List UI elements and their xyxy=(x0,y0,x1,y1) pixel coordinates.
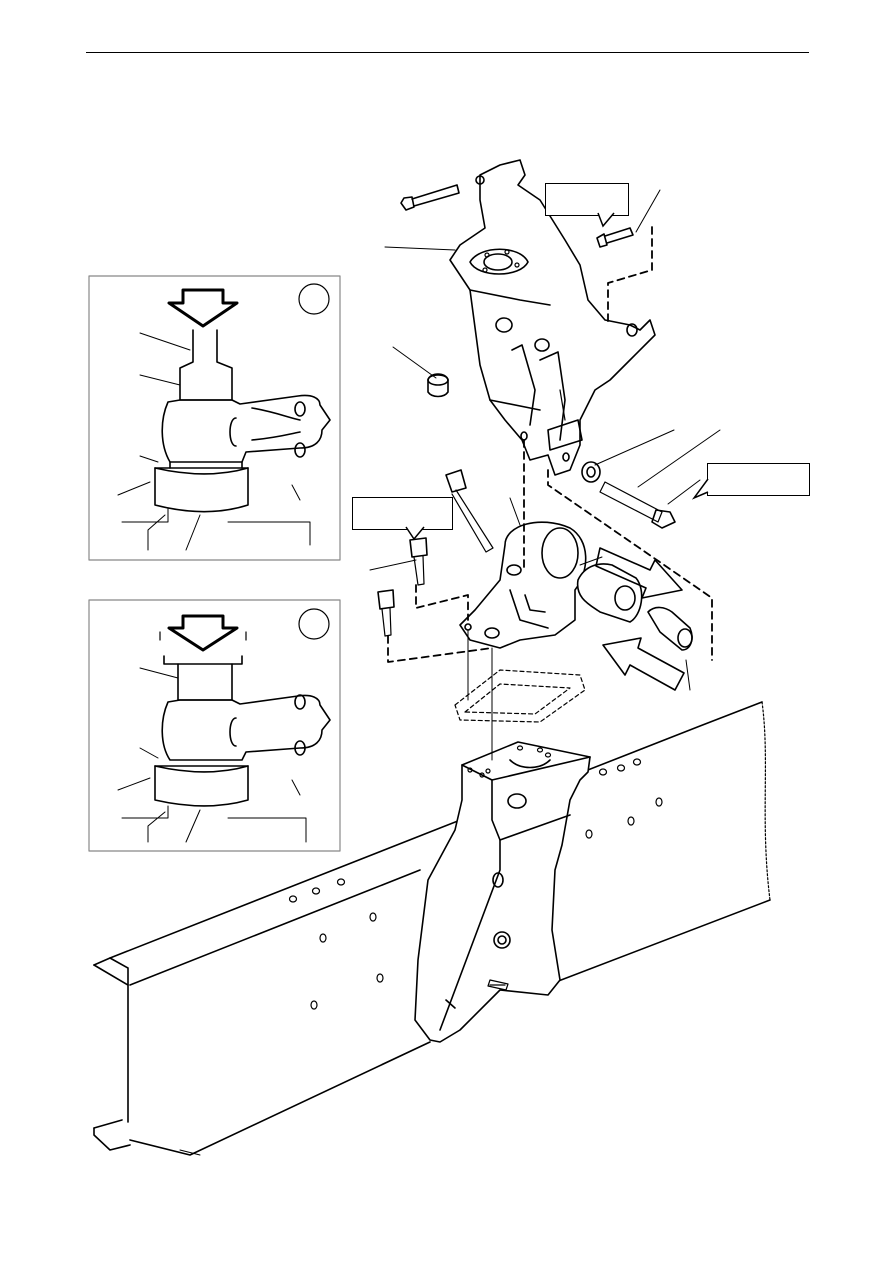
washer-right xyxy=(581,461,601,483)
bushing-out-arrow-icon xyxy=(595,547,683,599)
upper-bolt-callout-pointer xyxy=(597,212,615,228)
press-arrow-lower-icon xyxy=(167,614,239,652)
bushing-in-arrow-icon xyxy=(602,637,685,691)
assembly-lines xyxy=(387,226,713,761)
right-bolt-callout-pointer xyxy=(692,478,709,500)
inset-lower xyxy=(88,599,341,852)
bolt-short-top xyxy=(596,227,634,248)
mid-bracket-hole-icon xyxy=(506,564,522,576)
bolt-right xyxy=(599,481,676,529)
nut-left xyxy=(427,373,449,398)
press-arrow-upper-icon xyxy=(167,288,239,328)
inset-lower-marker-icon xyxy=(298,608,330,640)
bolt-long-top xyxy=(400,184,460,211)
leader-lines xyxy=(369,189,721,691)
left-screw-callout-pointer xyxy=(405,526,425,541)
inset-upper-marker-icon xyxy=(298,283,330,315)
header-rule xyxy=(86,52,809,53)
bushing-inner xyxy=(647,606,693,651)
right-bolt-callout xyxy=(707,463,810,496)
lower-bracket xyxy=(414,741,591,1043)
screw-1 xyxy=(409,537,428,586)
upper-bolt-callout xyxy=(545,183,629,216)
left-screw-callout xyxy=(352,497,453,530)
frame-rail xyxy=(93,701,771,1156)
spacer-plate xyxy=(454,669,586,723)
screw-2 xyxy=(377,589,395,637)
bracket-hole-icon xyxy=(507,793,527,809)
inset-upper xyxy=(88,275,341,561)
upper-bracket xyxy=(449,159,656,476)
stud-bottom xyxy=(487,979,509,991)
middle-bracket xyxy=(459,521,587,649)
bolt-hex-left xyxy=(445,469,494,553)
